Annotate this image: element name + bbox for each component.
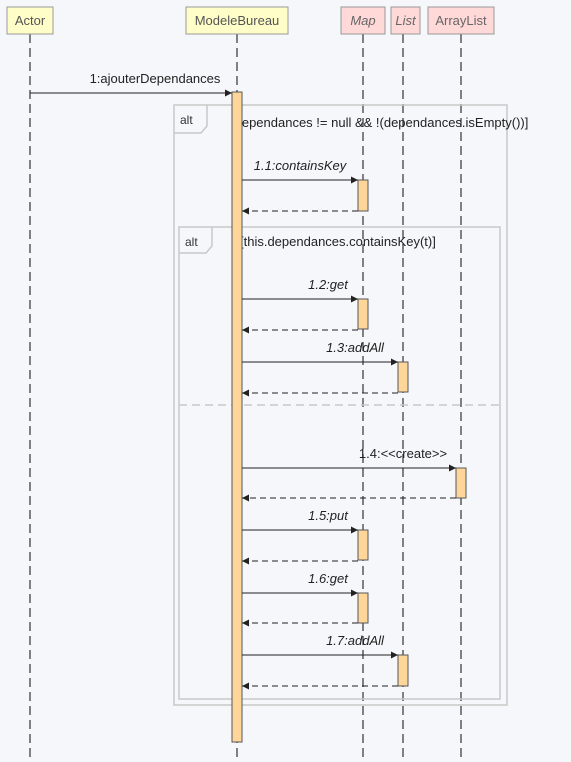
activation-bar-list [397, 361, 409, 393]
frame-guard: [dependances != null && !(dependances.is… [231, 115, 528, 130]
message-m16: 1.6:get [242, 571, 358, 627]
participant-modele: ModeleBureau [185, 6, 289, 35]
activation-bar-arraylist [455, 467, 467, 499]
message-m17: 1.7:addAll [242, 633, 398, 690]
activation-bar-modele [231, 91, 243, 743]
alt-frame-inner: alt [this.dependances.containsKey(t)] [178, 226, 501, 700]
message-label: 1.7:addAll [326, 633, 385, 648]
frame-operator: alt [185, 235, 198, 249]
message-label: 1.4:<<create>> [359, 446, 447, 461]
activation-bar-map [357, 179, 369, 212]
participant-label: List [395, 13, 417, 28]
activation-bar-map [357, 298, 369, 330]
frame-guard: [this.dependances.containsKey(t)] [240, 234, 436, 249]
message-label: 1.1:containsKey [254, 158, 348, 173]
participant-label: Map [350, 13, 375, 28]
participant-map: Map [340, 6, 386, 35]
message-m11: 1.1:containsKey [242, 158, 358, 215]
message-m14: 1.4:<<create>> [242, 446, 456, 502]
message-m15: 1.5:put [242, 508, 358, 565]
participant-list: List [390, 6, 421, 35]
participant-actor: Actor [6, 6, 54, 35]
message-m1: 1:ajouterDependances [30, 71, 232, 97]
message-label: 1.3:addAll [326, 340, 385, 355]
participant-label: Actor [15, 13, 46, 28]
message-label: 1.6:get [308, 571, 349, 586]
participant-label: ModeleBureau [195, 13, 280, 28]
message-label: 1.2:get [308, 277, 349, 292]
activation-bar-map [357, 529, 369, 561]
participant-arraylist: ArrayList [427, 6, 495, 35]
message-label: 1:ajouterDependances [90, 71, 221, 86]
message-m12: 1.2:get [242, 277, 358, 334]
frame-operator: alt [180, 113, 193, 127]
participant-label: ArrayList [435, 13, 487, 28]
activation-bar-list [397, 654, 409, 687]
activation-bar-map [357, 592, 369, 624]
alt-frame-outer: alt [dependances != null && !(dependances… [173, 104, 528, 706]
message-label: 1.5:put [308, 508, 349, 523]
message-m13: 1.3:addAll [242, 340, 398, 397]
